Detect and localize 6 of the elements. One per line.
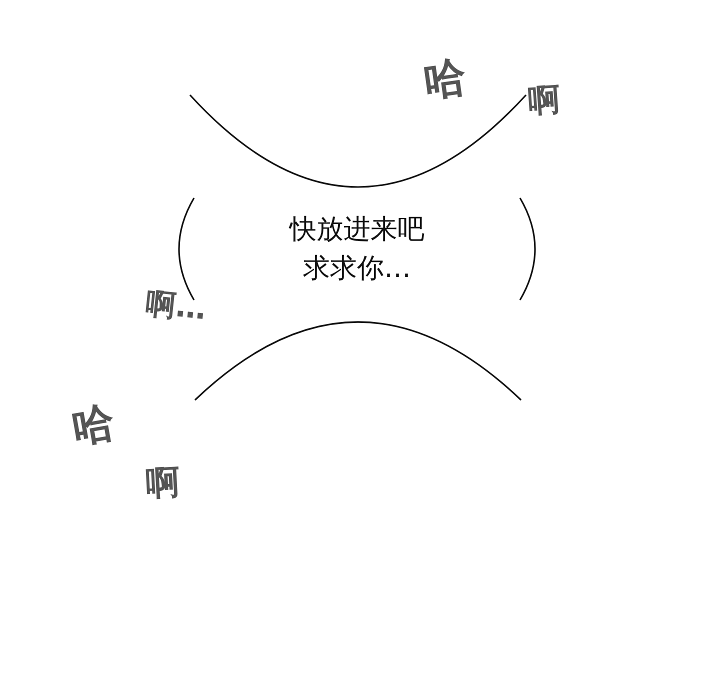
speech-text: 快放进来吧求求你… xyxy=(288,212,426,286)
sound-effect-text: 啊… xyxy=(144,288,208,326)
sound-effect-text: 啊 xyxy=(526,82,562,118)
sound-effect-text: 哈 xyxy=(421,55,469,103)
sound-effect-text: 啊 xyxy=(145,465,181,501)
sound-effect-text: 哈 xyxy=(68,400,118,450)
